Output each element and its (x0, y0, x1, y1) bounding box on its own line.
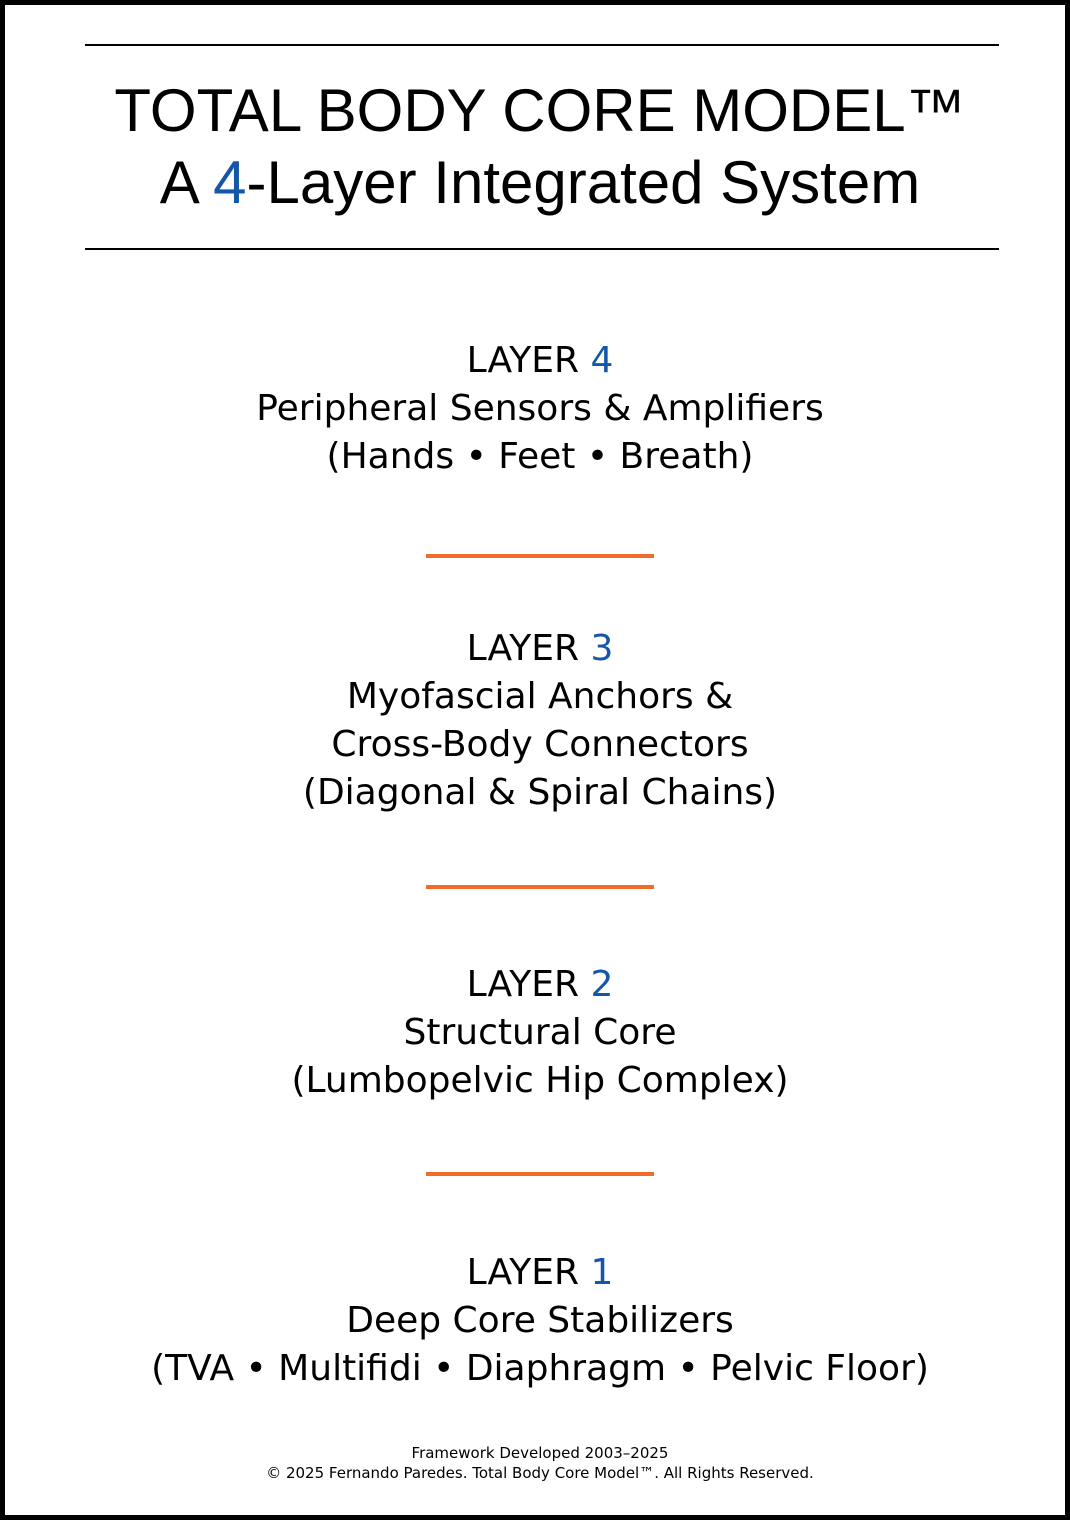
title-line-2-prefix: A (159, 149, 214, 216)
layer-3-heading: LAYER 3 (10, 625, 1070, 673)
title-bottom-rule (85, 248, 999, 250)
layer-4-title: Peripheral Sensors & Amplifiers (256, 388, 824, 429)
footer-copyright: © 2025 Fernando Paredes. Total Body Core… (266, 1464, 814, 1482)
layer-3-label: LAYER (466, 628, 591, 669)
layer-4-block: LAYER 4 Peripheral Sensors & Amplifiers … (10, 337, 1070, 481)
layer-1-title: Deep Core Stabilizers (346, 1300, 734, 1341)
layer-4-label: LAYER (466, 340, 591, 381)
layer-2-detail: (Lumbopelvic Hip Complex) (291, 1060, 789, 1101)
layer-2-heading: LAYER 2 (10, 961, 1070, 1009)
layer-3-title-line-2: Cross-Body Connectors (331, 724, 749, 765)
title-line-2: A 4-Layer Integrated System (10, 147, 1070, 219)
layer-1-label: LAYER (466, 1252, 591, 1293)
layer-4-detail: (Hands • Feet • Breath) (326, 436, 754, 477)
footer-framework-dates: Framework Developed 2003–2025 (411, 1444, 669, 1462)
layer-divider (426, 1172, 654, 1176)
layer-2-label: LAYER (466, 964, 591, 1005)
title-line-1-text: TOTAL BODY CORE MODEL™ (114, 77, 966, 144)
layer-1-heading: LAYER 1 (10, 1249, 1070, 1297)
layer-2-title: Structural Core (403, 1012, 677, 1053)
layer-2-block: LAYER 2 Structural Core (Lumbopelvic Hip… (10, 961, 1070, 1105)
layer-4-number: 4 (590, 340, 614, 381)
layer-3-detail: (Diagonal & Spiral Chains) (302, 772, 778, 813)
title-line-1: TOTAL BODY CORE MODEL™ (10, 75, 1070, 147)
layer-3-title-line-1: Myofascial Anchors & (346, 676, 734, 717)
layer-3-block: LAYER 3 Myofascial Anchors & Cross-Body … (10, 625, 1070, 817)
layer-divider (426, 885, 654, 889)
layer-3-number: 3 (590, 628, 614, 669)
layer-1-number: 1 (590, 1252, 614, 1293)
title-top-rule (85, 44, 999, 46)
layer-2-number: 2 (590, 964, 614, 1005)
layer-4-heading: LAYER 4 (10, 337, 1070, 385)
title-layer-count: 4 (213, 149, 247, 216)
title-line-2-suffix: -Layer Integrated System (246, 149, 921, 216)
layer-divider (426, 554, 654, 558)
layer-1-block: LAYER 1 Deep Core Stabilizers (TVA • Mul… (10, 1249, 1070, 1393)
layer-1-detail: (TVA • Multifidi • Diaphragm • Pelvic Fl… (151, 1348, 929, 1389)
